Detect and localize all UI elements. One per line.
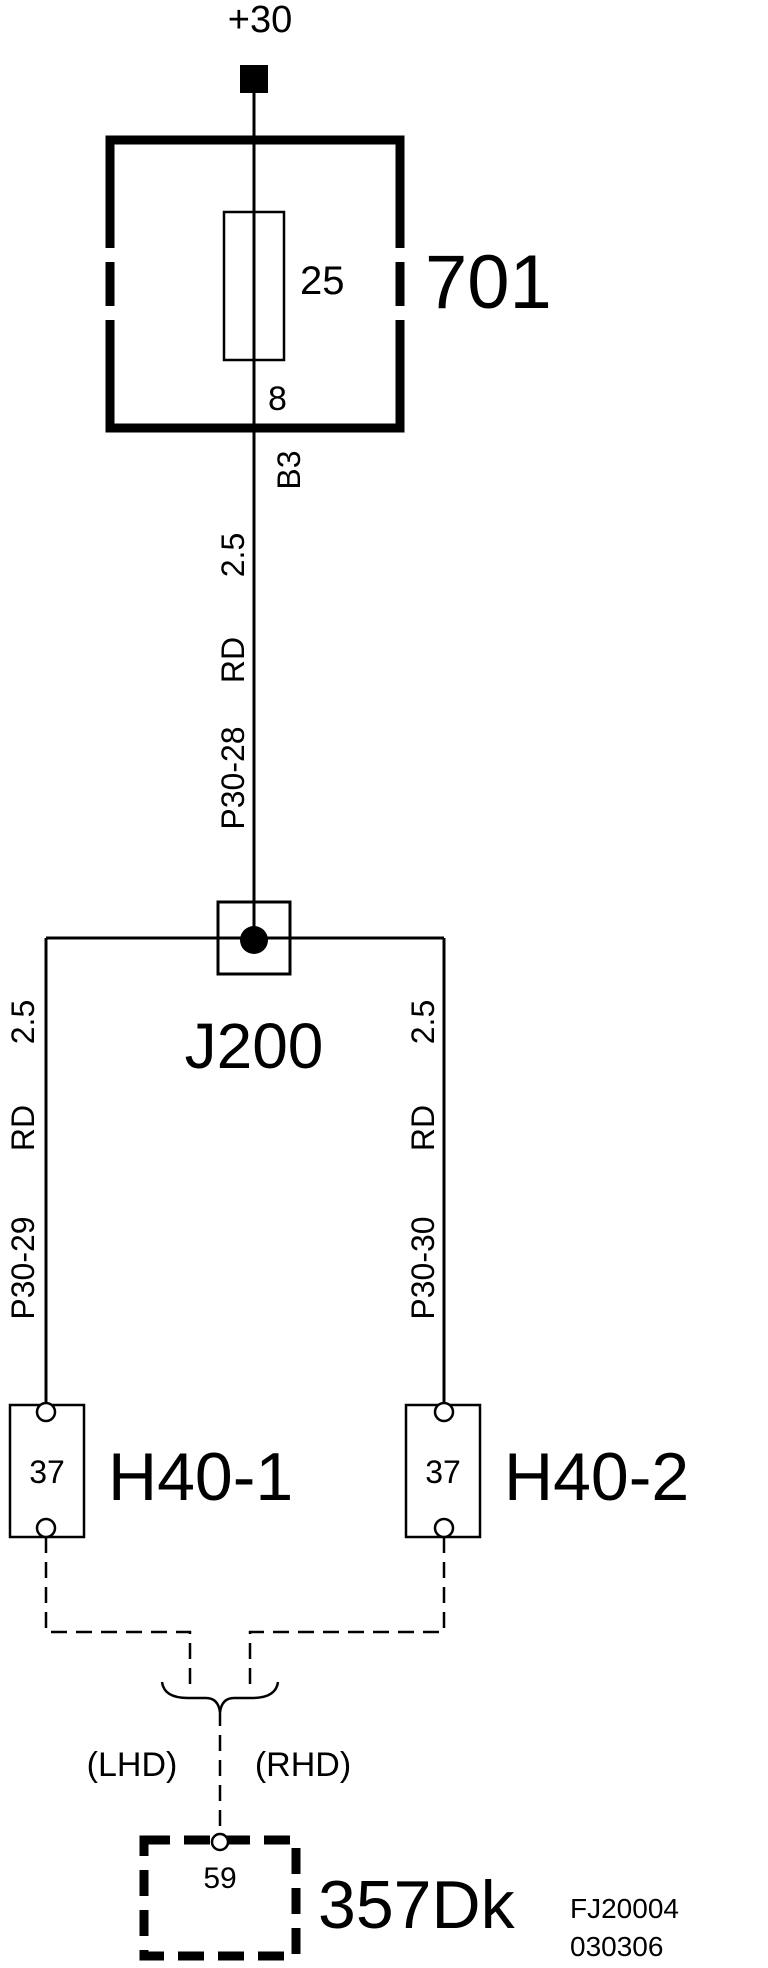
drawing-number: FJ20004 — [570, 1893, 679, 1924]
module-pin: 59 — [203, 1862, 236, 1895]
connector-b3: B3 — [271, 450, 307, 489]
wire-right-color: RD — [405, 1105, 441, 1151]
h40-1-id: H40-1 — [108, 1439, 293, 1515]
module-pin-59 — [210, 1832, 230, 1852]
h40-1-pin: 37 — [29, 1454, 65, 1490]
variant-rhd: (RHD) — [255, 1746, 351, 1784]
h40-2-id: H40-2 — [504, 1439, 689, 1515]
drawing-date: 030306 — [570, 1931, 663, 1962]
h40-2-pin: 37 — [425, 1454, 461, 1490]
variant-brace — [160, 1681, 280, 1713]
h40-1-pin-top — [35, 1401, 57, 1423]
wire-right-code: P30-30 — [405, 1216, 441, 1319]
junction-id: J200 — [185, 1010, 324, 1082]
wire-main-code: P30-28 — [215, 726, 251, 829]
wire-left-size: 2.5 — [5, 1000, 41, 1044]
h40-2-pin-top — [433, 1401, 455, 1423]
component-h40-2 — [404, 1403, 482, 1539]
wire-right-size: 2.5 — [405, 1000, 441, 1044]
wire-main-size: 2.5 — [215, 533, 251, 577]
h40-2-pin-bottom — [433, 1517, 455, 1539]
supply-label: +30 — [228, 0, 292, 41]
wire-left-code: P30-29 — [5, 1216, 41, 1319]
h40-1-pin-bottom — [35, 1517, 57, 1539]
fuse-rating: 25 — [300, 259, 345, 303]
fuse-pin: 8 — [268, 380, 287, 418]
wire-left-color: RD — [5, 1105, 41, 1151]
variant-lhd: (LHD) — [87, 1746, 178, 1784]
component-h40-1 — [8, 1403, 86, 1539]
module-id: 357Dk — [318, 1867, 516, 1943]
junction-dot — [240, 926, 268, 954]
module-357dk — [139, 1835, 301, 1961]
wire-main-color: RD — [215, 637, 251, 683]
dashed-return-paths — [44, 1537, 446, 1842]
fuse-box-id: 701 — [425, 240, 552, 325]
fuse-box-701 — [105, 135, 405, 433]
